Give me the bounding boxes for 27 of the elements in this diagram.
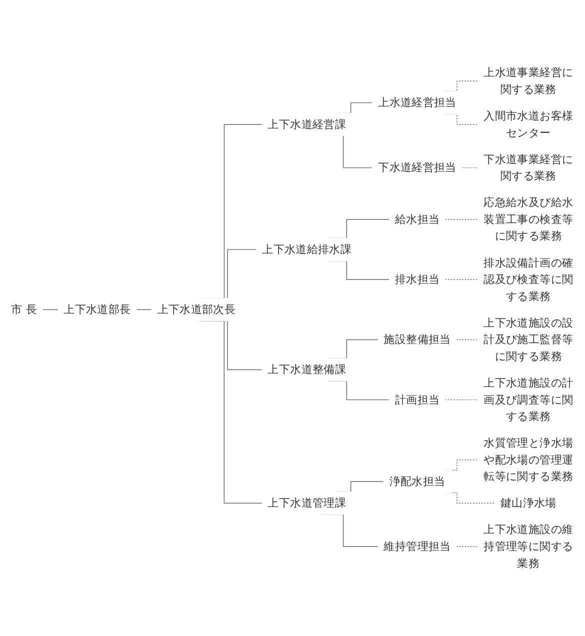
connector bbox=[462, 167, 478, 168]
node-text: 維持管理担当 bbox=[384, 540, 451, 553]
node-text: 応急給水及び給水装置工事の検査等に関する業務 bbox=[484, 196, 574, 243]
node-text: 計画担当 bbox=[394, 392, 440, 406]
node-text: 排水担当 bbox=[394, 272, 440, 286]
node-text: 浄配水担当 bbox=[389, 474, 446, 488]
connector bbox=[136, 309, 152, 310]
connector bbox=[444, 219, 478, 220]
node-text: 上水道事業経営に関する業務 bbox=[484, 66, 574, 96]
node-text: 入間市水道お客様センター bbox=[484, 109, 574, 140]
node-text: 上下水道施設の維持管理等に関する業務 bbox=[484, 522, 574, 570]
node-text: 施設整備担当 bbox=[384, 332, 451, 346]
node-text: 上下水道施設の設計及び施工監督等に関する業務 bbox=[484, 316, 574, 363]
node-text: 下水道経営担当 bbox=[378, 160, 456, 174]
node-text: 上下水道施設の計画及び調査等に関する業務 bbox=[484, 376, 574, 423]
node-text: 排水設備計画の確認及び検査等に関する業務 bbox=[484, 256, 574, 303]
node-text: 水質管理と浄水場や配水場の管理運転等に関する業務 bbox=[484, 436, 574, 483]
connector bbox=[444, 279, 478, 280]
node-text: 給水担当 bbox=[394, 212, 440, 226]
node-text: 鍵山浄水場 bbox=[500, 496, 556, 510]
connector bbox=[444, 399, 478, 400]
connector bbox=[42, 309, 58, 310]
connector bbox=[456, 546, 478, 547]
connector bbox=[456, 339, 478, 340]
node-text: 市 長 bbox=[11, 302, 38, 316]
node-text: 下水道事業経営に関する業務 bbox=[484, 152, 574, 182]
node-text: 上下水道部長 bbox=[64, 302, 131, 316]
